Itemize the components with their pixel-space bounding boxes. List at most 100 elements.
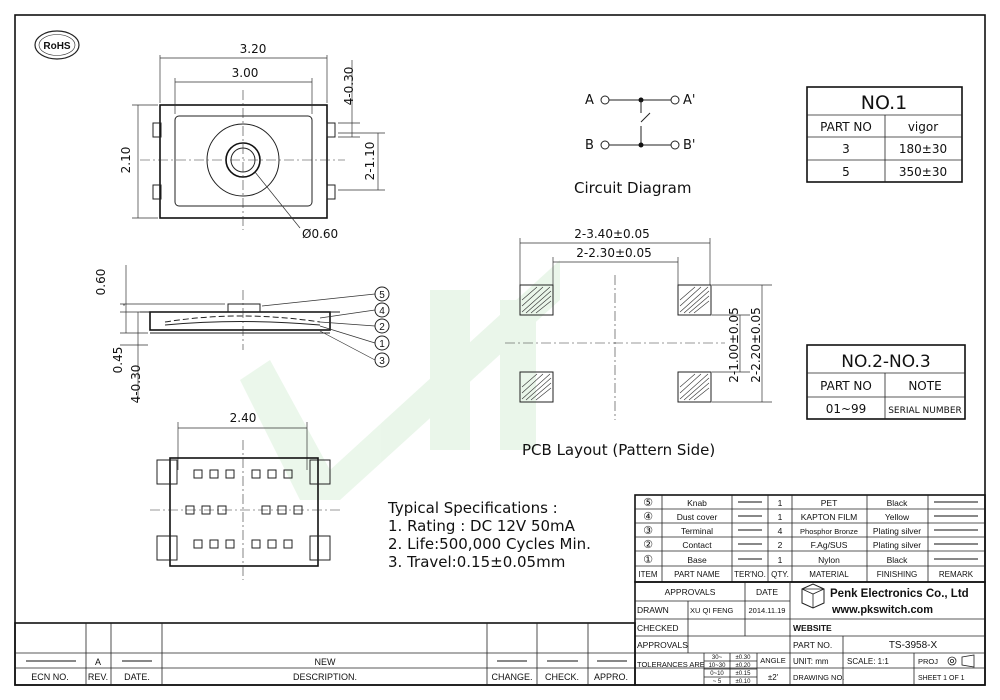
- svg-text:Contact: Contact: [682, 540, 712, 550]
- callout-5: 5: [374, 286, 390, 302]
- svg-text:Black: Black: [887, 498, 909, 508]
- svg-text:②: ②: [643, 538, 653, 551]
- svg-text:Plating silver: Plating silver: [873, 526, 921, 536]
- dim-width-inner: 3.00: [232, 66, 259, 80]
- pcb-layout: 2-3.40±0.05 2-2.30±0.05 2-1.00±0.05 2-2.…: [505, 227, 772, 459]
- svg-text:ITEM: ITEM: [638, 570, 657, 579]
- svg-text:③: ③: [643, 524, 653, 537]
- tb-part-no: TS-3958-X: [889, 640, 938, 651]
- tb-approvals2: APPROVALS: [637, 640, 688, 650]
- dim-tab: 4-0.30: [342, 67, 356, 106]
- projection-symbol-icon: [947, 654, 975, 668]
- svg-text:1: 1: [778, 555, 783, 565]
- tb-angle: ANGLE: [760, 656, 785, 665]
- svg-text:2: 2: [778, 540, 783, 550]
- bottom-view-outline: [169, 457, 319, 567]
- dim-width-outer: 3.20: [240, 42, 267, 56]
- svg-text:1: 1: [778, 512, 783, 522]
- tb-approvals: APPROVALS: [665, 587, 716, 597]
- title-block: APPROVALS DATE DRAWN XU QI FENG 2014.11.…: [634, 581, 986, 686]
- tab-left-top: [152, 122, 162, 138]
- svg-text:⑤: ⑤: [643, 496, 653, 509]
- dim-side-body: 0.45: [111, 347, 125, 374]
- svg-text:4: 4: [778, 526, 783, 536]
- circuit-label-a: A: [585, 93, 594, 108]
- svg-text:ECN NO.: ECN NO.: [31, 672, 69, 682]
- tb-company: Penk Electronics Co., Ltd: [830, 588, 969, 600]
- svg-text:3: 3: [379, 356, 385, 367]
- svg-text:01~99: 01~99: [826, 402, 867, 416]
- side-view-knob: [227, 303, 261, 313]
- svg-text:CHANGE.: CHANGE.: [491, 672, 532, 682]
- circuit-diagram: A A' B B' Circuit Diagram: [574, 93, 696, 197]
- top-view-inner: [174, 115, 313, 207]
- pcb-dim-v-inner: 2-1.00±0.05: [727, 307, 741, 382]
- svg-text:4: 4: [379, 306, 385, 317]
- svg-text:Dust cover: Dust cover: [677, 512, 718, 522]
- tb-unit: UNIT: mm: [793, 657, 829, 666]
- table-no1: NO.1 PART NO vigor 3 180±30 5 350±30: [806, 86, 963, 183]
- svg-text:5: 5: [379, 290, 385, 301]
- svg-text:~ 5: ~ 5: [713, 679, 722, 685]
- circuit-title: Circuit Diagram: [574, 179, 691, 197]
- svg-text:30~: 30~: [712, 655, 723, 661]
- callout-2: 2: [374, 318, 390, 334]
- dim-side-total: 0.60: [94, 269, 108, 296]
- tb-tolerances: TOLERANCES ARE: [637, 660, 705, 669]
- svg-text:QTY.: QTY.: [771, 570, 789, 579]
- pcb-dim-v-outer: 2-2.20±0.05: [749, 307, 763, 382]
- svg-text:FINISHING: FINISHING: [877, 570, 917, 579]
- svg-text:0~10: 0~10: [710, 671, 724, 677]
- table2-title: NO.2-NO.3: [841, 352, 930, 372]
- rohs-label: RoHS: [43, 41, 71, 52]
- svg-text:2: 2: [379, 322, 385, 333]
- tb-sheet: SHEET 1 OF 1: [918, 675, 965, 682]
- tab-right-top: [326, 122, 336, 138]
- svg-text:NOTE: NOTE: [908, 379, 941, 393]
- spec-line-1: 1. Rating : DC 12V 50mA: [388, 517, 576, 535]
- svg-text:Nylon: Nylon: [818, 555, 840, 565]
- pcb-pads: [519, 284, 712, 403]
- svg-text:350±30: 350±30: [899, 165, 947, 179]
- table-no2-no3: NO.2-NO.3 PART NO NOTE 01~99 SERIAL NUMB…: [806, 344, 966, 420]
- svg-text:PART NO: PART NO: [820, 120, 872, 134]
- callout-3: 3: [374, 352, 390, 368]
- svg-text:±0.15: ±0.15: [736, 671, 752, 677]
- bottom-view-holes: [185, 469, 303, 549]
- watermark-logo: [240, 260, 560, 500]
- svg-text:Phosphor Bronze: Phosphor Bronze: [800, 527, 858, 536]
- svg-text:KAPTON FILM: KAPTON FILM: [801, 512, 858, 522]
- svg-text:CHECK.: CHECK.: [545, 672, 579, 682]
- tb-part-no-label: PART NO.: [793, 640, 832, 650]
- specs-title: Typical Specifications :: [387, 499, 558, 517]
- circuit-label-a2: A': [683, 93, 695, 108]
- svg-text:PART NAME: PART NAME: [674, 570, 720, 579]
- svg-text:180±30: 180±30: [899, 142, 947, 156]
- svg-text:10~30: 10~30: [709, 663, 727, 669]
- svg-text:MATERIAL: MATERIAL: [809, 570, 849, 579]
- svg-text:1: 1: [379, 339, 385, 350]
- revision-block: A NEW ECN NO. REV. DATE. DESCRIPTION. CH…: [14, 622, 636, 686]
- pcb-title: PCB Layout (Pattern Side): [522, 441, 715, 459]
- svg-text:REV.: REV.: [88, 672, 108, 682]
- svg-text:vigor: vigor: [908, 120, 938, 134]
- side-view: 0.60 0.45 4-0.30 5 4 2 1 3: [94, 265, 390, 403]
- rev-value: A: [95, 657, 101, 667]
- svg-text:PART NO: PART NO: [820, 379, 872, 393]
- tb-drawing-no: DRAWING NO.: [793, 673, 844, 682]
- svg-text:SERIAL NUMBER: SERIAL NUMBER: [888, 406, 962, 416]
- dim-hole: Ø0.60: [302, 227, 338, 241]
- svg-text:④: ④: [643, 510, 653, 523]
- spec-line-3: 3. Travel:0.15±0.05mm: [388, 553, 565, 571]
- tb-drawn-date: 2014.11.19: [749, 606, 786, 615]
- rev-description: NEW: [315, 657, 337, 667]
- tb-scale: SCALE: 1:1: [847, 657, 889, 666]
- svg-text:±0.30: ±0.30: [736, 655, 752, 661]
